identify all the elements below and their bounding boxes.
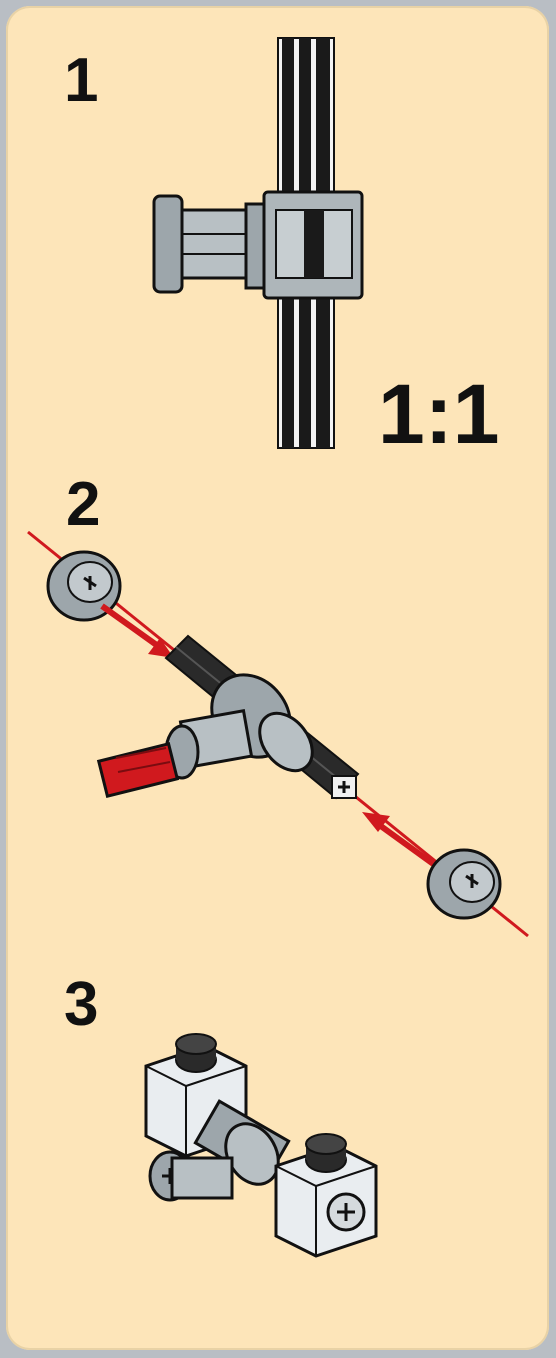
arrow-icon: [102, 606, 174, 658]
step-1-illustration: [146, 38, 386, 458]
instruction-panel: 1 1:1 2: [6, 6, 549, 1350]
scale-label: 1:1: [378, 372, 499, 456]
step-3-number: 3: [64, 974, 98, 1036]
step-3-illustration: [136, 1026, 396, 1286]
red-axle-icon: [99, 744, 178, 796]
connector-icon: [154, 192, 362, 298]
arrow-icon: [362, 812, 436, 866]
step-2-illustration: [6, 526, 549, 946]
step-1-number: 1: [64, 50, 98, 112]
brick-icon: [276, 1134, 376, 1256]
bush-icon: [428, 850, 500, 918]
